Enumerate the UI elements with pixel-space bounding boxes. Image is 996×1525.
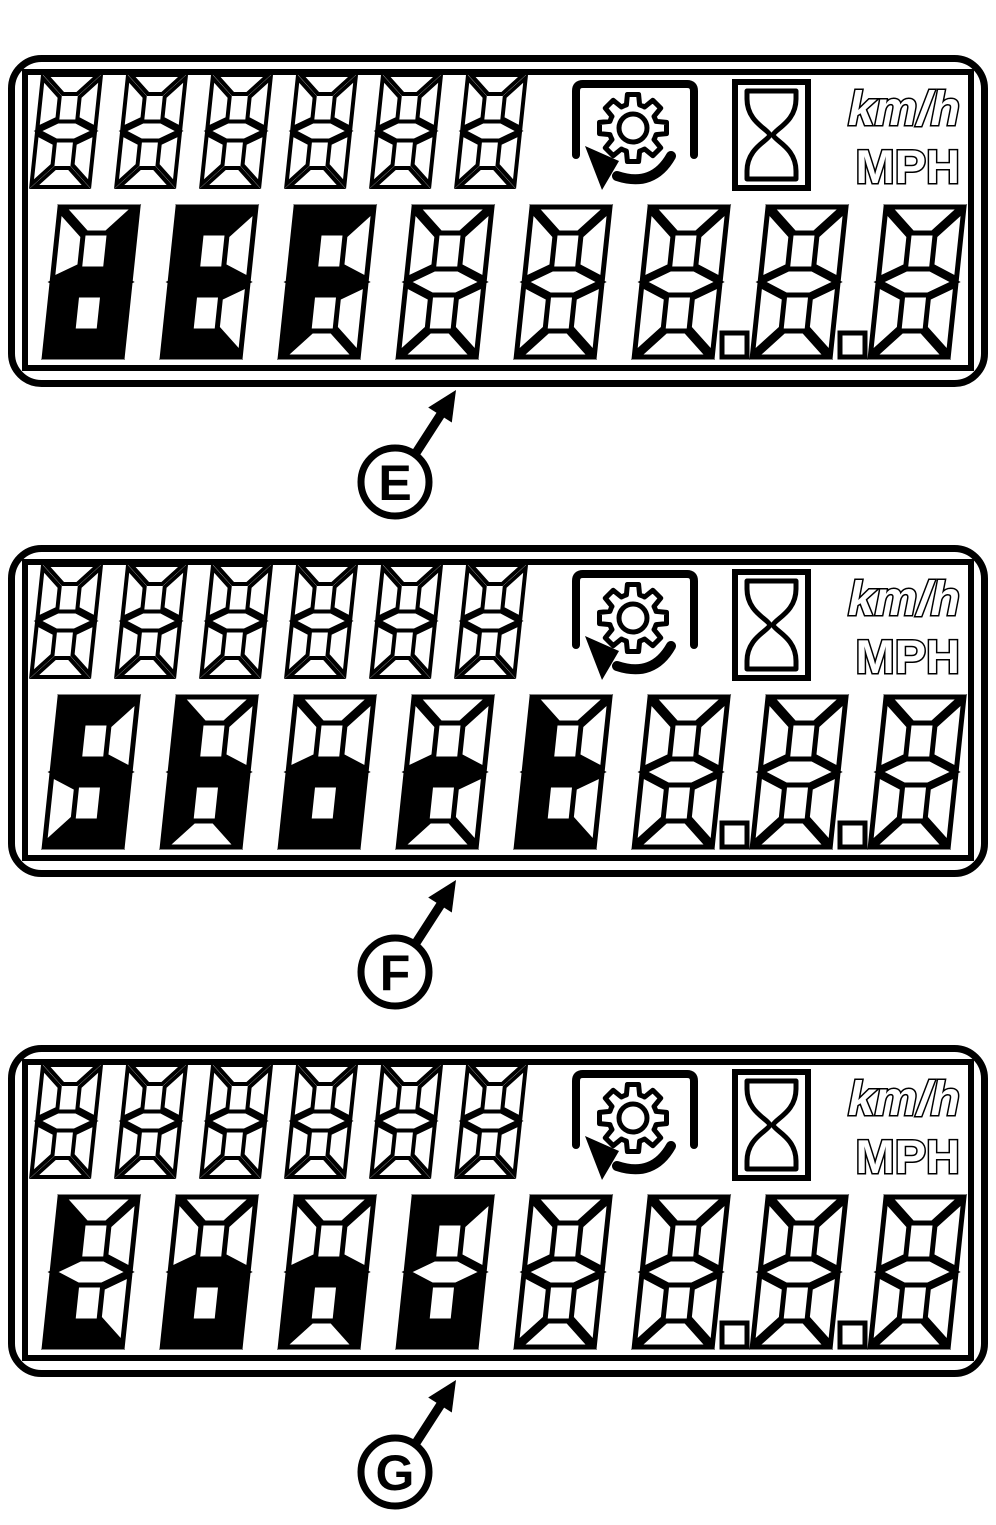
lcd-digit-ghost [114, 73, 189, 189]
kmh-unit-label: km/h [848, 1073, 960, 1126]
lcd-digit-ghost [114, 563, 189, 679]
small-digit-row [29, 1063, 529, 1179]
lcd-digit-lit [276, 1193, 378, 1351]
lcd-digit-ghost [284, 1063, 359, 1179]
panel-inner-border [22, 1059, 974, 1361]
callout-circle [357, 934, 433, 1010]
mph-unit-label: MPH [856, 140, 960, 193]
decimal-point [837, 330, 868, 360]
callout-letter-f: F [380, 945, 411, 1001]
lcd-digit-ghost [454, 1063, 529, 1179]
lcd-digit-ghost [630, 693, 732, 851]
small-digit-row [29, 73, 529, 189]
lcd-digit-lit [158, 203, 260, 361]
lcd-digit-lit [394, 1193, 496, 1351]
large-digit-row [40, 203, 968, 361]
callout-letter-g: G [376, 1445, 415, 1501]
display-panel-g: km/h MPH [8, 1045, 988, 1377]
large-digit-row [40, 693, 968, 851]
lcd-digit-lit [276, 693, 378, 851]
decimal-point [719, 820, 750, 850]
lcd-digit-ghost [29, 1063, 104, 1179]
callout-arrow-shaft [410, 1398, 447, 1449]
lcd-digit-lit [394, 693, 496, 851]
decimal-point [837, 1320, 868, 1350]
panel-inner-border [22, 559, 974, 861]
decimal-point [719, 1320, 750, 1350]
decimal-point [837, 820, 868, 850]
decimal-point [719, 330, 750, 360]
callout-arrow-shaft [410, 408, 447, 459]
lcd-digit-ghost [866, 1193, 968, 1351]
lcd-digit-ghost [512, 1193, 614, 1351]
display-panel-e: km/h MPH [8, 55, 988, 387]
callout-f: F [357, 880, 456, 1010]
callout-g: G [357, 1380, 456, 1510]
lcd-digit-lit [158, 1193, 260, 1351]
lcd-digit-ghost [199, 73, 274, 189]
lcd-digit-lit [158, 693, 260, 851]
small-digit-row [29, 563, 529, 679]
lcd-digit-ghost [454, 563, 529, 679]
lcd-digit-ghost [369, 73, 444, 189]
lcd-digit-ghost [29, 563, 104, 679]
callout-arrow-head [428, 390, 456, 423]
panel-inner-border [22, 69, 974, 371]
lcd-digit-ghost [369, 563, 444, 679]
lcd-digit-lit [40, 1193, 142, 1351]
kmh-unit-label: km/h [848, 83, 960, 136]
display-panel-f: km/h MPH [8, 545, 988, 877]
lcd-digit-ghost [114, 1063, 189, 1179]
callout-arrow-shaft [410, 898, 447, 949]
lcd-digit-ghost [394, 203, 496, 361]
lcd-digit-ghost [748, 693, 850, 851]
lcd-digit-lit [40, 693, 142, 851]
lcd-digit-lit [276, 203, 378, 361]
mph-unit-label: MPH [856, 630, 960, 683]
lcd-digit-lit [512, 693, 614, 851]
lcd-digit-ghost [748, 203, 850, 361]
lcd-digit-ghost [748, 1193, 850, 1351]
lcd-digit-ghost [29, 73, 104, 189]
lcd-digit-ghost [284, 73, 359, 189]
callout-circle [357, 1434, 433, 1510]
callout-e: E [357, 390, 456, 520]
callout-arrow-head [428, 880, 456, 913]
callout-circle [357, 444, 433, 520]
lcd-digit-ghost [284, 563, 359, 679]
lcd-digit-ghost [369, 1063, 444, 1179]
lcd-digit-ghost [512, 203, 614, 361]
lcd-digit-ghost [866, 693, 968, 851]
lcd-digit-lit [40, 203, 142, 361]
callout-letter-e: E [378, 455, 411, 511]
lcd-digit-ghost [199, 1063, 274, 1179]
lcd-digit-ghost [454, 73, 529, 189]
lcd-digit-ghost [199, 563, 274, 679]
mph-unit-label: MPH [856, 1130, 960, 1183]
large-digit-row [40, 1193, 968, 1351]
lcd-digit-ghost [630, 203, 732, 361]
lcd-digit-ghost [630, 1193, 732, 1351]
callout-arrow-head [428, 1380, 456, 1413]
lcd-digit-ghost [866, 203, 968, 361]
kmh-unit-label: km/h [848, 573, 960, 626]
